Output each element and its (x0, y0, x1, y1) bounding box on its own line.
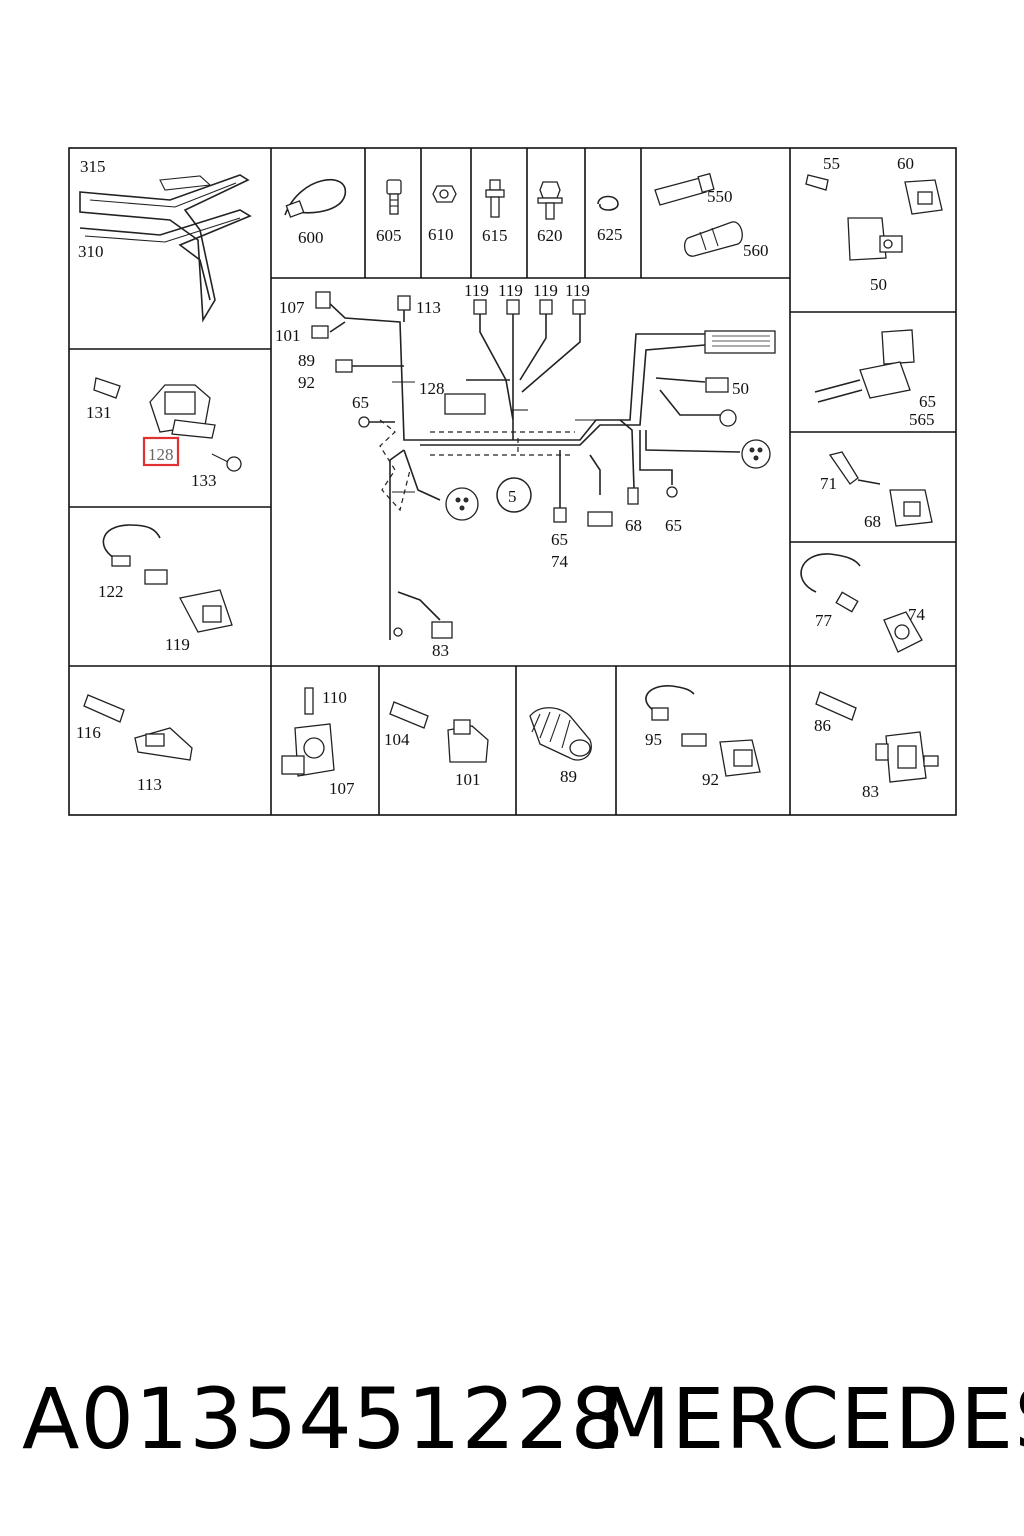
pin-110-connector-107-drawing (281, 687, 335, 777)
callout-104: 104 (384, 730, 410, 749)
sensor-65-565-drawing (814, 329, 915, 403)
callout-55: 55 (823, 154, 840, 173)
callout-565: 565 (909, 410, 935, 429)
connector-55-60-50-drawing (805, 174, 943, 261)
callout-71: 71 (820, 474, 837, 493)
callout-50-right: 50 (870, 275, 887, 294)
footer-caption: A0135451228 MERCEDES (0, 1370, 1024, 1470)
nut-610-drawing (432, 185, 457, 203)
callout-77: 77 (815, 611, 833, 630)
callout-60: 60 (897, 154, 914, 173)
flange-bolt-620-drawing (537, 181, 563, 220)
callout-92-bottom: 92 (702, 770, 719, 789)
callout-95: 95 (645, 730, 662, 749)
callout-83-harness: 83 (432, 641, 449, 660)
sensor-550-560-drawing (654, 172, 743, 257)
callout-600: 600 (298, 228, 324, 247)
callout-119-left: 119 (165, 635, 190, 654)
main-harness-drawing (311, 291, 776, 640)
pin-104-connector-101-drawing (389, 701, 489, 763)
callout-119-harness-3: 119 (533, 281, 558, 300)
callout-625: 625 (597, 225, 623, 244)
callout-605: 605 (376, 226, 402, 245)
wiring-harness-parts-diagram: 315 310 600 605 610 615 620 625 550 560 (68, 147, 957, 816)
connector-128-drawing (93, 377, 242, 472)
callout-615: 615 (482, 226, 508, 245)
callout-74-right: 74 (908, 605, 926, 624)
callout-65-harness-right: 65 (665, 516, 682, 535)
callout-92-harness: 92 (298, 373, 315, 392)
pin-116-connector-113-drawing (83, 694, 193, 761)
callout-133: 133 (191, 471, 217, 490)
callout-128-highlighted: 128 (148, 445, 174, 464)
lead-122-connector-119-drawing (102, 524, 233, 633)
callout-65-harness-left: 65 (352, 393, 369, 412)
callout-101-harness: 101 (275, 326, 301, 345)
part-number: A0135451228 (22, 1370, 625, 1468)
callout-128-harness: 128 (419, 379, 445, 398)
callout-550: 550 (707, 187, 733, 206)
callout-107-bottom: 107 (329, 779, 355, 798)
washer-625-drawing (597, 195, 619, 211)
callout-65-right: 65 (919, 392, 936, 411)
bolt-605-drawing (386, 179, 402, 215)
callout-5: 5 (508, 487, 517, 506)
callout-560: 560 (743, 241, 769, 260)
callout-74-harness: 74 (551, 552, 569, 571)
callout-101-bottom: 101 (455, 770, 481, 789)
callout-110: 110 (322, 688, 347, 707)
callout-122: 122 (98, 582, 124, 601)
callout-89-harness: 89 (298, 351, 315, 370)
callout-68-right: 68 (864, 512, 881, 531)
boot-89-drawing (529, 707, 592, 761)
callout-65-harness-bottom: 65 (551, 530, 568, 549)
callout-89-bottom: 89 (560, 767, 577, 786)
callout-83-bottom: 83 (862, 782, 879, 801)
highlight-box-128 (142, 436, 180, 467)
callout-113-harness: 113 (416, 298, 441, 317)
callout-50-harness: 50 (732, 379, 749, 398)
callout-119-harness-4: 119 (565, 281, 590, 300)
cable-tie-600-drawing (284, 179, 346, 218)
terminal-71-connector-68-drawing (828, 451, 933, 527)
brand-name: MERCEDES (598, 1370, 1024, 1468)
diagram-grid (68, 147, 957, 816)
callout-310: 310 (78, 242, 104, 261)
bracket-315-310-drawing (79, 174, 252, 323)
lead-77-connector-74-drawing (800, 553, 923, 653)
callout-119-harness-2: 119 (498, 281, 523, 300)
stud-bolt-615-drawing (485, 179, 505, 218)
callout-620: 620 (537, 226, 563, 245)
callout-116: 116 (76, 723, 101, 742)
callout-107-harness: 107 (279, 298, 305, 317)
callout-68-harness: 68 (625, 516, 642, 535)
callout-86: 86 (814, 716, 831, 735)
callout-315: 315 (80, 157, 106, 176)
callout-113-bottom: 113 (137, 775, 162, 794)
lead-95-connector-92-drawing (645, 685, 761, 777)
callout-610: 610 (428, 225, 454, 244)
callout-119-harness-1: 119 (464, 281, 489, 300)
callout-131: 131 (86, 403, 112, 422)
pin-86-connector-83-drawing (815, 691, 939, 783)
harness-5-circle (496, 477, 532, 513)
